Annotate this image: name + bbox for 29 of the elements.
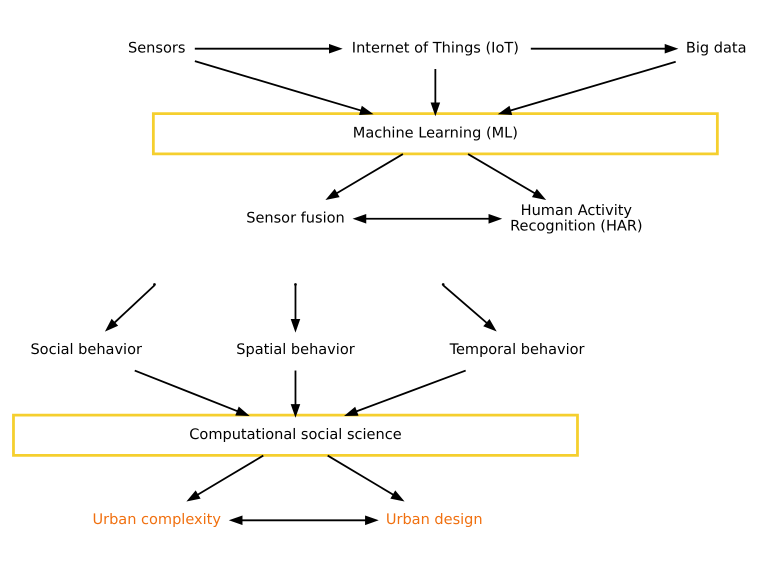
node-text: Human Activity Recognition (HAR) bbox=[510, 202, 642, 234]
node-box: Computational social science bbox=[12, 413, 578, 456]
arrow bbox=[326, 454, 404, 501]
node-text: Sensors bbox=[128, 40, 185, 56]
arrow bbox=[442, 284, 496, 332]
node-text: Urban complexity bbox=[92, 512, 220, 528]
node-text: Social behavior bbox=[30, 342, 142, 358]
arrow bbox=[530, 43, 678, 53]
arrow bbox=[290, 284, 300, 332]
arrow bbox=[104, 284, 155, 332]
node-box: Machine Learning (ML) bbox=[151, 112, 718, 155]
arrow bbox=[324, 152, 403, 200]
arrow bbox=[134, 369, 250, 416]
node-text: Temporal behavior bbox=[449, 342, 584, 358]
arrow bbox=[194, 60, 374, 114]
node-text: Sensor fusion bbox=[246, 210, 344, 226]
arrow bbox=[467, 152, 546, 200]
arrow bbox=[352, 214, 502, 224]
arrow bbox=[430, 68, 440, 116]
arrow bbox=[194, 43, 342, 53]
arrow bbox=[290, 370, 300, 418]
node-text: Spatial behavior bbox=[236, 342, 354, 358]
node-text: Urban design bbox=[385, 512, 482, 528]
node-text: Internet of Things (IoT) bbox=[351, 40, 518, 56]
arrow bbox=[228, 515, 378, 525]
node-text: Big data bbox=[685, 40, 746, 56]
arrow bbox=[186, 454, 264, 501]
arrow bbox=[344, 369, 466, 416]
arrow bbox=[497, 60, 676, 114]
